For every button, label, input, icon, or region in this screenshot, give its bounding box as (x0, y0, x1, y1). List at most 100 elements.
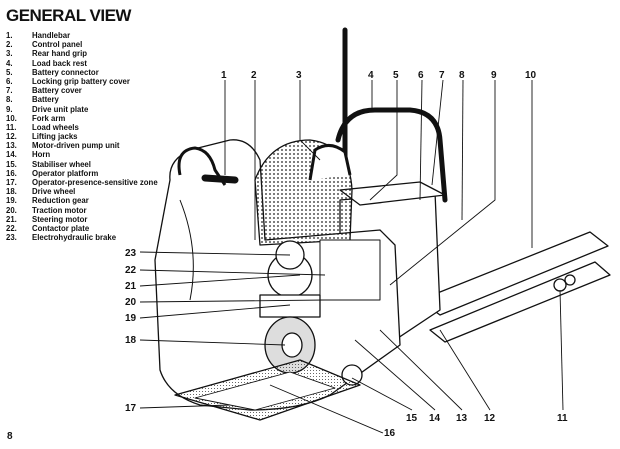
legend-label: Load back rest (32, 58, 88, 68)
legend-item: 11. Load wheels (6, 123, 158, 132)
legend-item: 14. Horn (6, 150, 158, 159)
legend-item: 10. Fork arm (6, 114, 158, 123)
legend-item: 4. Load back rest (6, 59, 158, 68)
legend-label: Load wheels (32, 122, 79, 132)
legend-label: Motor-driven pump unit (32, 141, 120, 151)
legend-label: Reduction gear (32, 196, 89, 206)
legend-number: 17. (6, 178, 17, 187)
legend-number: 6. (6, 76, 13, 86)
legend-item: 20. Traction motor (6, 206, 158, 215)
legend-number: 11. (6, 122, 17, 132)
legend-label: Locking grip battery cover (32, 76, 130, 86)
callout-18: 18 (125, 335, 137, 346)
handle-wrap (179, 199, 194, 301)
legend-item: 21. Steering motor (6, 215, 158, 224)
legend-label: Horn (32, 150, 51, 160)
callout-13: 13 (456, 413, 468, 424)
callout-19: 19 (125, 313, 137, 324)
legend-item: 15.Stabiliser wheel (6, 160, 158, 169)
legend-number: 3. (6, 49, 13, 59)
reduction-gear (259, 294, 321, 318)
callout-10: 10 (525, 70, 537, 81)
legend-label: Stabiliser wheel (32, 159, 91, 169)
callout-20: 20 (125, 297, 137, 308)
legend-label: Battery (32, 95, 59, 105)
legend-label: Fork arm (32, 113, 66, 123)
contactor-plate (319, 239, 381, 301)
legend-number: 22. (6, 223, 17, 233)
callout-9: 9 (491, 70, 497, 81)
legend-item: 9. Drive unit plate (6, 105, 158, 114)
legend-label: Handlebar (32, 31, 71, 40)
handlebar-grip (201, 174, 239, 184)
legend-number: 10. (6, 113, 17, 123)
callout-14: 14 (429, 413, 441, 424)
legend-number: 7. (6, 86, 13, 96)
operator-presence-zone (194, 371, 336, 411)
callout-6: 6 (418, 70, 424, 81)
legend-label: Drive unit plate (32, 104, 89, 114)
legend-label: Electrohydraulic brake (32, 233, 117, 243)
legend-label: Contactor plate (32, 223, 90, 233)
legend-label: Battery cover (32, 86, 82, 96)
legend-item: 6. Locking grip battery cover (6, 77, 158, 86)
callout-8: 8 (459, 70, 465, 81)
legend-item: 18. Drive wheel (6, 187, 158, 196)
legend-number: 9. (6, 104, 13, 114)
callout-23: 23 (125, 248, 137, 259)
legend-number: 16. (6, 168, 17, 178)
page-number: 8 (7, 431, 13, 442)
callout-4: 4 (368, 70, 374, 81)
callout-5: 5 (393, 70, 399, 81)
callout-1: 1 (221, 70, 227, 81)
callout-16: 16 (384, 428, 396, 439)
legend-number: 18. (6, 187, 17, 197)
callout-15: 15 (406, 413, 418, 424)
load-wheel (564, 274, 576, 286)
legend-label: Lifting jacks (32, 132, 78, 142)
callout-22: 22 (125, 265, 137, 276)
legend-number: 2. (6, 40, 13, 50)
legend-item: 22. Contactor plate (6, 224, 158, 233)
legend-item: 12. Lifting jacks (6, 132, 158, 141)
legend-number: 12. (6, 132, 17, 142)
callout-2: 2 (251, 70, 257, 81)
callout-numbers: 1 2 3 4 5 6 7 8 9 10 23 22 21 20 19 18 1… (125, 70, 568, 439)
legend-label: Operator-presence-sensitive zone (32, 178, 158, 187)
legend-label: Traction motor (32, 205, 87, 215)
legend-number: 21. (6, 214, 17, 224)
legend-item: 1. Handlebar (6, 31, 158, 40)
legend-item: 17. Operator-presence-sensitive zone (6, 178, 158, 187)
legend-number: 5. (6, 67, 13, 77)
legend-label: Steering motor (32, 214, 88, 224)
callout-leaders (139, 79, 564, 434)
parts-legend: 1. Handlebar 2.Control panel 3.Rear hand … (6, 31, 158, 242)
truck-drawing (154, 27, 611, 421)
callout-11: 11 (557, 413, 568, 424)
legend-item: 13. Motor-driven pump unit (6, 141, 158, 150)
legend-item: 23. Electrohydraulic brake (6, 233, 158, 242)
legend-label: Drive wheel (32, 187, 76, 197)
legend-number: 23. (6, 233, 17, 243)
callout-21: 21 (125, 281, 137, 292)
legend-label: Operator platform (32, 168, 99, 178)
page-title: GENERAL VIEW (6, 6, 131, 25)
legend-number: 20. (6, 205, 17, 215)
legend-item: 5.Battery connector (6, 68, 158, 77)
callout-12: 12 (484, 413, 496, 424)
legend-number: 13. (6, 141, 17, 151)
legend-item: 16. Operator platform (6, 169, 158, 178)
legend-number: 8. (6, 95, 13, 105)
legend-number: 4. (6, 58, 13, 68)
legend-number: 14. (6, 150, 17, 160)
callout-3: 3 (296, 70, 302, 81)
legend-number: 1. (6, 31, 13, 40)
rear-hand-grip (308, 144, 352, 181)
legend-item: 2.Control panel (6, 40, 158, 49)
legend-item: 3.Rear hand grip (6, 49, 158, 58)
callout-17: 17 (125, 403, 137, 414)
legend-number: 19. (6, 196, 17, 206)
legend-item: 19. Reduction gear (6, 196, 158, 205)
legend-item: 8. Battery (6, 95, 158, 104)
